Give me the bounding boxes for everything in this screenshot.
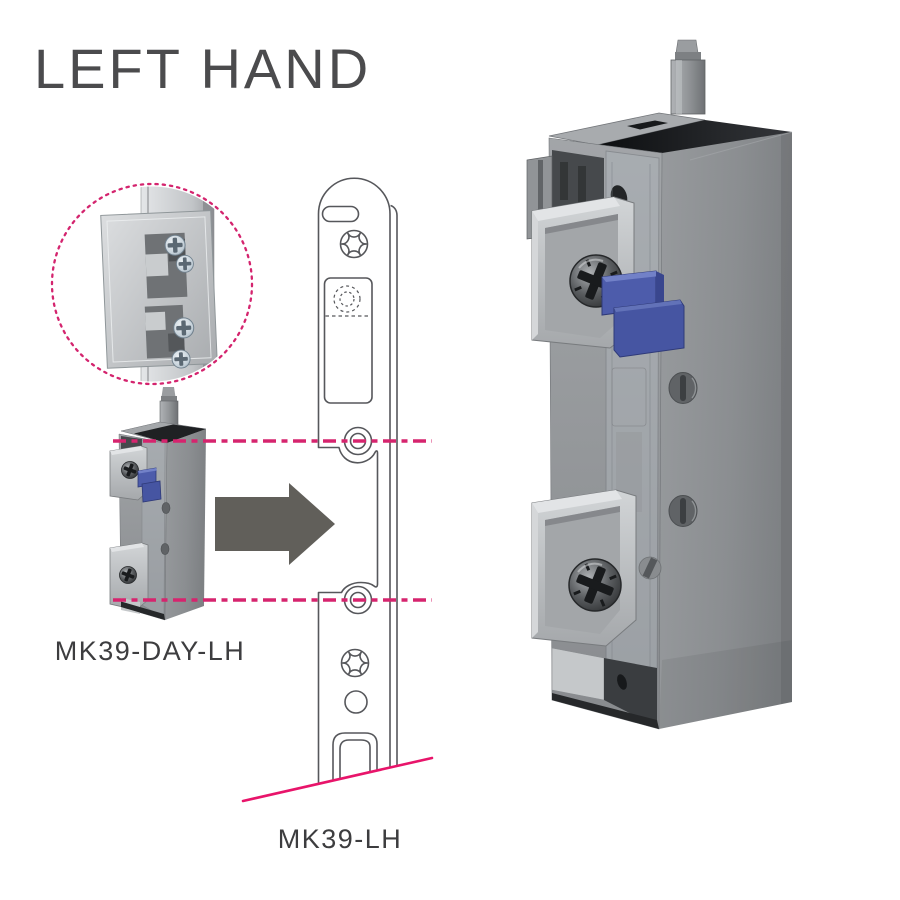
small-product-pin xyxy=(159,387,179,430)
photo-screw-icon xyxy=(171,349,191,369)
top-slot-hole xyxy=(321,205,360,223)
small-product-render xyxy=(109,387,207,621)
small-blue-lever xyxy=(137,467,162,503)
keep-plate-photo xyxy=(100,210,218,369)
photo-screw-icon xyxy=(175,254,195,274)
large-product-render xyxy=(526,39,793,730)
faceplate-edge-line xyxy=(390,204,398,765)
large-lower-keep xyxy=(531,489,637,647)
small-screw-icon xyxy=(119,566,137,584)
top-square-hole xyxy=(627,120,668,130)
large-product-side-face xyxy=(659,132,792,729)
bottom-channel-outer xyxy=(332,732,378,780)
bottom-channel-inner xyxy=(339,739,371,778)
faceplate-outer-outline xyxy=(317,177,391,783)
label-faceplate: MK39-LH xyxy=(277,824,403,854)
round-hole xyxy=(344,690,368,714)
small-product-top-face xyxy=(134,424,206,443)
dotted-circle-icon xyxy=(50,182,254,386)
screw-hole-castellated xyxy=(339,229,369,259)
transfer-arrow xyxy=(215,483,335,565)
large-product-top-face xyxy=(597,120,792,160)
small-product-side-face xyxy=(165,429,206,620)
continuation-cut-line xyxy=(241,756,434,803)
small-screw-icon xyxy=(121,461,139,479)
large-product-pin xyxy=(670,39,706,115)
hidden-hole-dashed xyxy=(339,291,355,307)
faceplate-outline-drawing xyxy=(317,177,398,783)
latch-pocket xyxy=(323,277,373,404)
page-title: LEFT HAND xyxy=(34,37,372,100)
large-blue-lever xyxy=(601,270,685,358)
keep-screw-icon xyxy=(568,558,622,612)
photo-screw-icon xyxy=(172,316,195,339)
keep-detail-photo xyxy=(100,186,218,382)
label-small-product: MK39-DAY-LH xyxy=(54,636,246,666)
detail-magnifier-circle xyxy=(50,182,254,386)
hidden-hole-dashed xyxy=(333,285,361,313)
screw-hole-castellated xyxy=(340,648,370,678)
photo-screw-icon xyxy=(164,234,187,257)
